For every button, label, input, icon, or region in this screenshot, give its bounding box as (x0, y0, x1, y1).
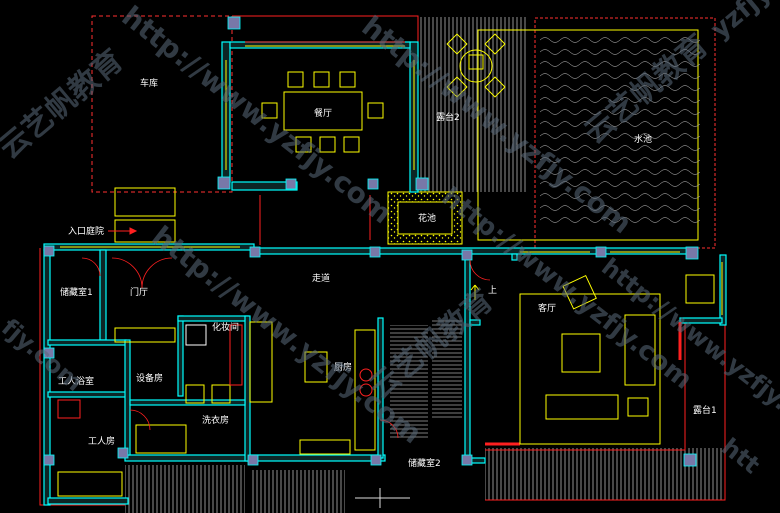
pool-wave-line (539, 133, 701, 139)
living-furniture (519, 274, 715, 445)
pool-wave-line (539, 205, 701, 211)
label-planter: 花池 (418, 212, 436, 224)
watermark-fragment-top-right: yzfjy (705, 0, 777, 45)
label-storage2: 储藏室2 (408, 457, 441, 469)
pool-wave-line (539, 73, 701, 79)
label-corridor: 走道 (312, 272, 330, 284)
garage-outline (91, 15, 233, 193)
pool-wave-line (539, 37, 701, 43)
pool-wave-line (539, 85, 701, 91)
axis-marker (355, 488, 410, 508)
label-pool: 水池 (634, 133, 652, 145)
pool-wave-line (539, 217, 701, 223)
label-maid-room: 工人房 (88, 435, 115, 447)
pool-wave-line (539, 145, 701, 151)
pool-wave-line (539, 109, 701, 115)
rear-deck (250, 470, 345, 513)
planter-inner (397, 201, 453, 235)
pool-wave-line (539, 193, 701, 199)
site-boundary-3 (485, 255, 726, 501)
pool-wave-line (539, 169, 701, 175)
label-foyer: 门厅 (130, 286, 148, 298)
pool-wave-line (539, 49, 701, 55)
kitchen-fixtures (249, 321, 376, 455)
site-boundary-2 (39, 248, 125, 506)
pool-wave-line (539, 121, 701, 127)
watermark-brand-1: 云艺帆教育 (0, 43, 130, 166)
terrace-table-set (446, 33, 506, 98)
stair-arrow (470, 284, 480, 300)
service-fixtures (57, 324, 243, 497)
pool-waves (539, 37, 701, 223)
columns (43, 16, 699, 467)
pool-wave-line (539, 181, 701, 187)
label-maid-bath: 工人浴室 (58, 375, 94, 387)
window-frames (245, 41, 682, 446)
label-entry-court: 入口庭院 (68, 225, 104, 237)
stairs-2 (432, 320, 462, 420)
pool-water (477, 29, 699, 241)
maid-deck (125, 465, 245, 513)
dining-table-set (261, 71, 384, 153)
pool-wave-line (539, 61, 701, 67)
label-living: 客厅 (538, 302, 556, 314)
label-kitchen: 厨房 (334, 361, 352, 373)
stairs (390, 325, 428, 440)
label-terrace1: 露台1 (693, 404, 717, 416)
doors (81, 257, 491, 439)
label-dining: 餐厅 (314, 107, 332, 119)
label-up: 上 (488, 285, 497, 296)
terrace2-deck (418, 17, 528, 192)
windows (60, 45, 723, 315)
label-laundry: 洗衣房 (202, 414, 229, 426)
pool-wave-line (539, 97, 701, 103)
entry-arrow (108, 227, 138, 235)
label-equipment: 设备房 (136, 372, 163, 384)
label-garage: 车库 (140, 77, 158, 89)
label-terrace2: 露台2 (436, 111, 460, 123)
label-powder: 化妆间 (212, 321, 239, 333)
pool-wave-line (539, 157, 701, 163)
label-storage1: 储藏室1 (60, 286, 93, 298)
